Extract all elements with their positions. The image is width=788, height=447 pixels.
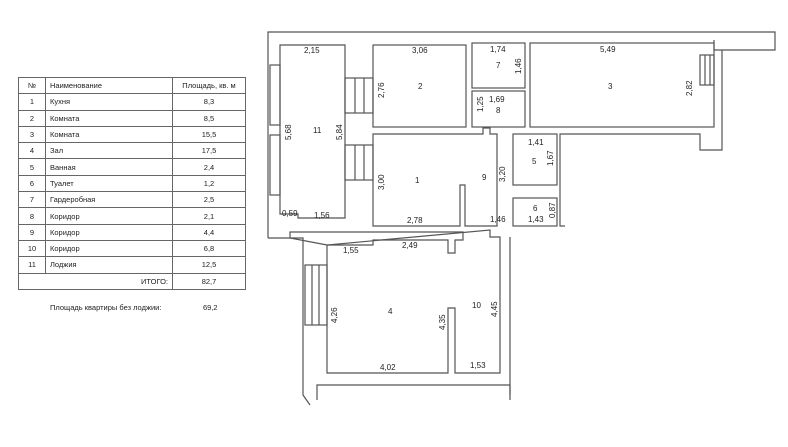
- dim: 3,20: [498, 166, 507, 182]
- dim: 1,41: [528, 138, 544, 147]
- dim: 0,59: [282, 209, 298, 218]
- dim: 4,35: [438, 314, 447, 330]
- total-row: ИТОГО: 82,7: [18, 272, 246, 290]
- outer-wall-left: [268, 237, 311, 406]
- room-label-4: 4: [388, 307, 393, 316]
- dim: 4,02: [380, 363, 396, 372]
- window-4: [304, 264, 328, 326]
- dim: 1,46: [514, 58, 523, 74]
- dim: 2,78: [407, 216, 423, 225]
- room-4-inner: [326, 229, 501, 374]
- dim: 1,53: [470, 361, 486, 370]
- dim: 5,84: [335, 124, 344, 140]
- window-3: [699, 54, 715, 86]
- dim: 2,15: [304, 46, 320, 55]
- room-7: [471, 42, 526, 89]
- outer-wall-bottom: [316, 384, 511, 400]
- room-1: [372, 127, 498, 227]
- total-value: 82,7: [172, 272, 246, 290]
- dim: 1,46: [490, 215, 506, 224]
- room-label-5: 5: [532, 157, 537, 166]
- room-label-8: 8: [496, 106, 501, 115]
- balcony-door-lower: [344, 144, 374, 181]
- area-without-loggia-value: 69,2: [203, 303, 218, 312]
- room-6: [512, 197, 558, 227]
- dim: 1,55: [343, 246, 359, 255]
- room-label-6: 6: [533, 204, 538, 213]
- room-8: [471, 90, 526, 128]
- room-label-7: 7: [496, 61, 501, 70]
- row-area: 2,5: [172, 191, 246, 209]
- room-11: [279, 44, 346, 219]
- room-label-9: 9: [482, 173, 487, 182]
- dim: 4,26: [330, 307, 339, 323]
- dim: 3,00: [377, 174, 386, 190]
- balcony-door-upper: [344, 77, 374, 114]
- room-label-1: 1: [415, 176, 420, 185]
- total-label: ИТОГО:: [18, 272, 173, 290]
- dim: 1,43: [528, 215, 544, 224]
- dim: 2,76: [377, 82, 386, 98]
- room-label-10: 10: [472, 301, 481, 310]
- dim: 3,06: [412, 46, 428, 55]
- room-label-3: 3: [608, 82, 613, 91]
- dim: 1,56: [314, 211, 330, 220]
- window-11: [269, 64, 281, 196]
- dim: 4,45: [490, 301, 499, 317]
- dim: 1,74: [490, 45, 506, 54]
- room-label-11: 11: [313, 126, 322, 135]
- outer-wall-right: [559, 50, 723, 227]
- room-5: [512, 133, 558, 186]
- dim: 0,87: [548, 202, 557, 218]
- dim: 1,67: [546, 150, 555, 166]
- dim: 2,82: [685, 80, 694, 96]
- room-label-2: 2: [418, 82, 423, 91]
- dim: 5,68: [284, 124, 293, 140]
- dim: 5,49: [600, 45, 616, 54]
- dim: 1,69: [489, 95, 505, 104]
- dim: 1,25: [476, 96, 485, 112]
- dim: 2,49: [402, 241, 418, 250]
- area-without-loggia-label: Площадь квартиры без лоджии:: [50, 303, 162, 312]
- table-header: № Наименование Площадь, кв. м: [18, 76, 246, 95]
